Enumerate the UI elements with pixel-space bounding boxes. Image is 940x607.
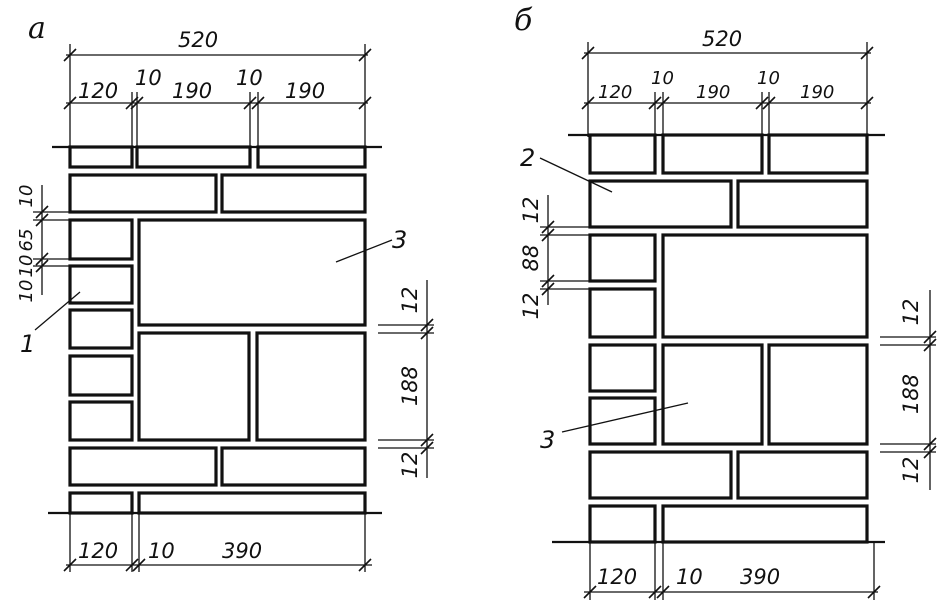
panel-a-top-part-2: 10 xyxy=(135,66,162,90)
panel-a-callout-3: 3 xyxy=(392,226,407,254)
panel-b-top-total: 520 xyxy=(702,27,742,51)
panel-b-right-dim-2: 188 xyxy=(899,374,923,414)
panel-a-bottom-part-2: 10 xyxy=(148,539,175,563)
panel-a-top-part-3: 190 xyxy=(172,79,212,103)
panel-b-masonry xyxy=(588,133,869,544)
panel-b-letter: б xyxy=(514,3,533,38)
panel-a: а 520 120 10 190 10 190 xyxy=(16,11,434,572)
panel-b-top-part-2: 10 xyxy=(651,68,674,89)
panel-b-left-dim-2: 88 xyxy=(519,245,543,272)
panel-b: б 520 120 10 190 10 190 xyxy=(514,3,937,600)
panel-a-masonry xyxy=(68,145,367,515)
panel-a-left-dim-2: 65 xyxy=(16,229,37,252)
panel-b-bottom-part-1: 120 xyxy=(597,565,637,589)
panel-b-left-dim-1: 12 xyxy=(519,197,543,224)
panel-a-right-dim-2: 188 xyxy=(398,366,422,406)
panel-a-top-part-1: 120 xyxy=(78,79,118,103)
panel-a-top-part-4: 10 xyxy=(236,66,263,90)
panel-b-top-part-5: 190 xyxy=(800,82,834,103)
panel-b-left-dim-3: 12 xyxy=(519,293,543,320)
panel-b-callout-3: 3 xyxy=(540,426,555,454)
panel-a-right-dim-3: 12 xyxy=(398,452,422,479)
panel-a-left-dim-4: 10 xyxy=(16,280,37,303)
panel-a-right-dim-1: 12 xyxy=(398,287,422,314)
panel-a-letter: а xyxy=(28,11,46,46)
panel-a-bottom-part-3: 390 xyxy=(222,539,262,563)
panel-b-bottom-part-3: 390 xyxy=(740,565,780,589)
panel-b-right-dim-3: 12 xyxy=(899,457,923,484)
panel-b-top-part-1: 120 xyxy=(598,82,632,103)
panel-b-right-dim-1: 12 xyxy=(899,299,923,326)
panel-b-top-part-4: 10 xyxy=(757,68,780,89)
panel-a-top-total: 520 xyxy=(178,28,218,52)
panel-a-callout-1: 1 xyxy=(20,330,35,358)
panel-b-callout-2: 2 xyxy=(520,144,535,172)
panel-b-top-part-3: 190 xyxy=(696,82,730,103)
panel-a-top-part-5: 190 xyxy=(285,79,325,103)
panel-a-bottom-part-1: 120 xyxy=(78,539,118,563)
panel-a-left-dim-1: 10 xyxy=(16,185,37,208)
panel-a-left-dim-3: 10 xyxy=(16,255,37,278)
panel-b-bottom-part-2: 10 xyxy=(676,565,703,589)
